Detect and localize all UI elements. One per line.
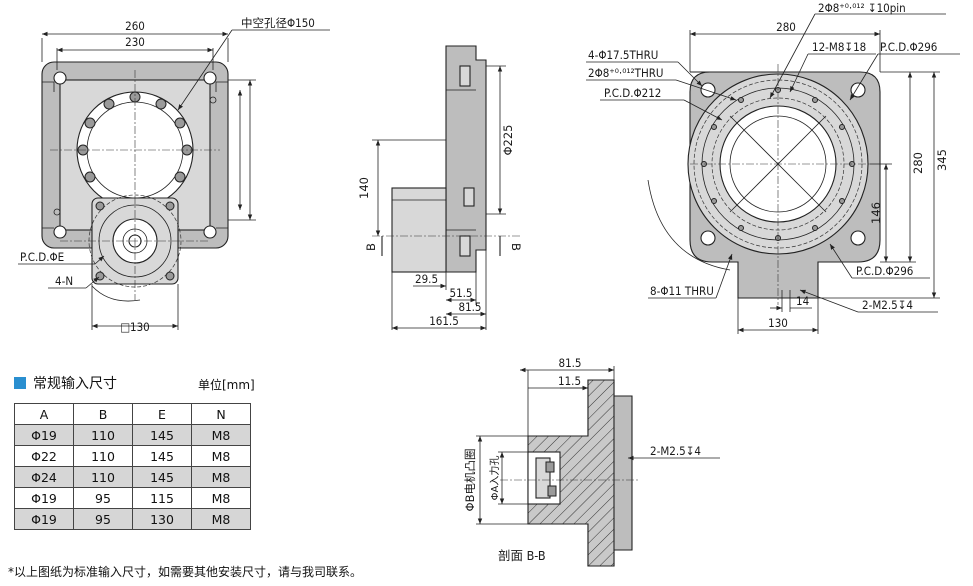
title-marker-icon	[14, 377, 26, 389]
dowel-thru-label: 2Φ8⁺⁰·⁰¹²THRU	[588, 66, 664, 80]
dim-29-5: 29.5	[415, 272, 438, 286]
thru-17-5-label: 4-Φ17.5THRU	[588, 48, 658, 62]
corner-hole-tl	[53, 71, 67, 85]
bolt-ring	[77, 91, 193, 183]
table-row: Φ22 110 145 M8	[14, 445, 251, 467]
cell-n: M8	[191, 445, 251, 467]
table-row: Φ19 95 115 M8	[14, 487, 251, 509]
rear-view: 280 2Φ8⁺⁰·⁰¹² ↧10pin 4-Φ17.5THRU 12-M8↧1…	[586, 1, 960, 334]
section-mark-right: B	[509, 243, 523, 251]
section-view: 81.5 11.5 ΦB电机凸圈 ΦA入力孔 2-M2.5↧4 剖面 B-B	[463, 356, 720, 567]
dim-280-top: 280	[776, 20, 796, 34]
cell-b: 110	[73, 445, 133, 467]
cell-b: 95	[73, 508, 133, 530]
cell-a: Φ24	[14, 466, 74, 488]
dim-130: 130	[768, 316, 788, 330]
cell-b: 110	[73, 424, 133, 446]
cell-n: M8	[191, 508, 251, 530]
table-row: Φ24 110 145 M8	[14, 466, 251, 488]
n-label: 4-N	[55, 274, 73, 288]
pcd-212-label: P.C.D.Φ212	[604, 86, 661, 100]
cell-e: 130	[132, 508, 192, 530]
dim-51-5: 51.5	[449, 286, 472, 300]
rear-corner-hole-tr	[850, 82, 866, 98]
dim-146: 146	[869, 202, 883, 224]
dim-230: 230	[125, 35, 145, 49]
cell-a: Φ19	[14, 424, 74, 446]
cell-e: 145	[132, 424, 192, 446]
cell-n: M8	[191, 424, 251, 446]
cell-b: 95	[73, 487, 133, 509]
rear-corner-hole-br	[850, 230, 866, 246]
section-mark-left: B	[364, 243, 378, 251]
corner-hole-bl	[53, 225, 67, 239]
m2-5-label-rear: 2-M2.5↧4	[862, 298, 913, 312]
header-e: E	[132, 403, 192, 425]
dim-14: 14	[796, 294, 809, 308]
dim-140: 140	[357, 177, 371, 199]
corner-hole-tr	[203, 71, 217, 85]
dim-81-5: 81.5	[458, 300, 481, 314]
pcd-296-top-label: P.C.D.Φ296	[880, 40, 937, 54]
input-hole-label: ΦA入力孔	[488, 456, 501, 501]
table-row: Φ19 95 130 M8	[14, 508, 251, 530]
section-title: 剖面 B-B	[498, 548, 546, 563]
unit-label: 单位[mm]	[198, 378, 255, 392]
dim-225: Φ225	[501, 124, 515, 155]
dim-260: 260	[125, 19, 145, 33]
dim-280-right: 280	[911, 152, 925, 174]
section-dim-11-5: 11.5	[558, 374, 581, 388]
cell-n: M8	[191, 466, 251, 488]
pcd-296-bottom-label: P.C.D.Φ296	[856, 264, 913, 278]
motor-boss-label: ΦB电机凸圈	[463, 449, 477, 512]
cell-n: M8	[191, 487, 251, 509]
front-view: 260 230 中空孔径Φ150 P.C.D.ΦE 4-N □130	[18, 16, 330, 334]
cell-e: 145	[132, 466, 192, 488]
cell-a: Φ19	[14, 487, 74, 509]
header-b: B	[73, 403, 133, 425]
hollow-hole-label: 中空孔径Φ150	[241, 16, 315, 30]
cell-b: 110	[73, 466, 133, 488]
m2-5-label-section: 2-M2.5↧4	[650, 444, 701, 458]
pcd-e-label: P.C.D.ΦE	[20, 250, 64, 264]
corner-hole-br	[203, 225, 217, 239]
dim-345: 345	[935, 149, 949, 171]
dim-161-5: 161.5	[429, 314, 459, 328]
tapped-m8-label: 12-M8↧18	[812, 40, 866, 54]
cell-e: 115	[132, 487, 192, 509]
table-title-text: 常规输入尺寸	[33, 376, 117, 392]
section-hatch	[527, 379, 615, 567]
side-adapter	[391, 187, 447, 273]
table-row: Φ19 110 145 M8	[14, 424, 251, 446]
cell-a: Φ19	[14, 508, 74, 530]
header-n: N	[191, 403, 251, 425]
rear-corner-hole-bl	[700, 230, 716, 246]
thru-11-label: 8-Φ11 THRU	[650, 284, 714, 298]
header-a: A	[14, 403, 74, 425]
side-view: Φ225 140 B B 29.5 51.5 81.5 161.5	[357, 45, 523, 331]
cell-e: 145	[132, 445, 192, 467]
cell-a: Φ22	[14, 445, 74, 467]
table-header-row: A B E N	[14, 403, 251, 425]
rear-corner-hole-tl	[700, 82, 716, 98]
footnote: *以上图纸为标准输入尺寸，如需要其他安装尺寸，请与我司联系。	[8, 565, 363, 579]
dowel-pin-label: 2Φ8⁺⁰·⁰¹² ↧10pin	[818, 1, 906, 15]
table-title: 常规输入尺寸	[14, 373, 117, 393]
section-dim-81-5: 81.5	[558, 356, 581, 370]
square-130-label: □130	[120, 320, 150, 334]
input-dimension-table: A B E N Φ19 110 145 M8 Φ22 110 145 M8 Φ2…	[14, 403, 251, 530]
